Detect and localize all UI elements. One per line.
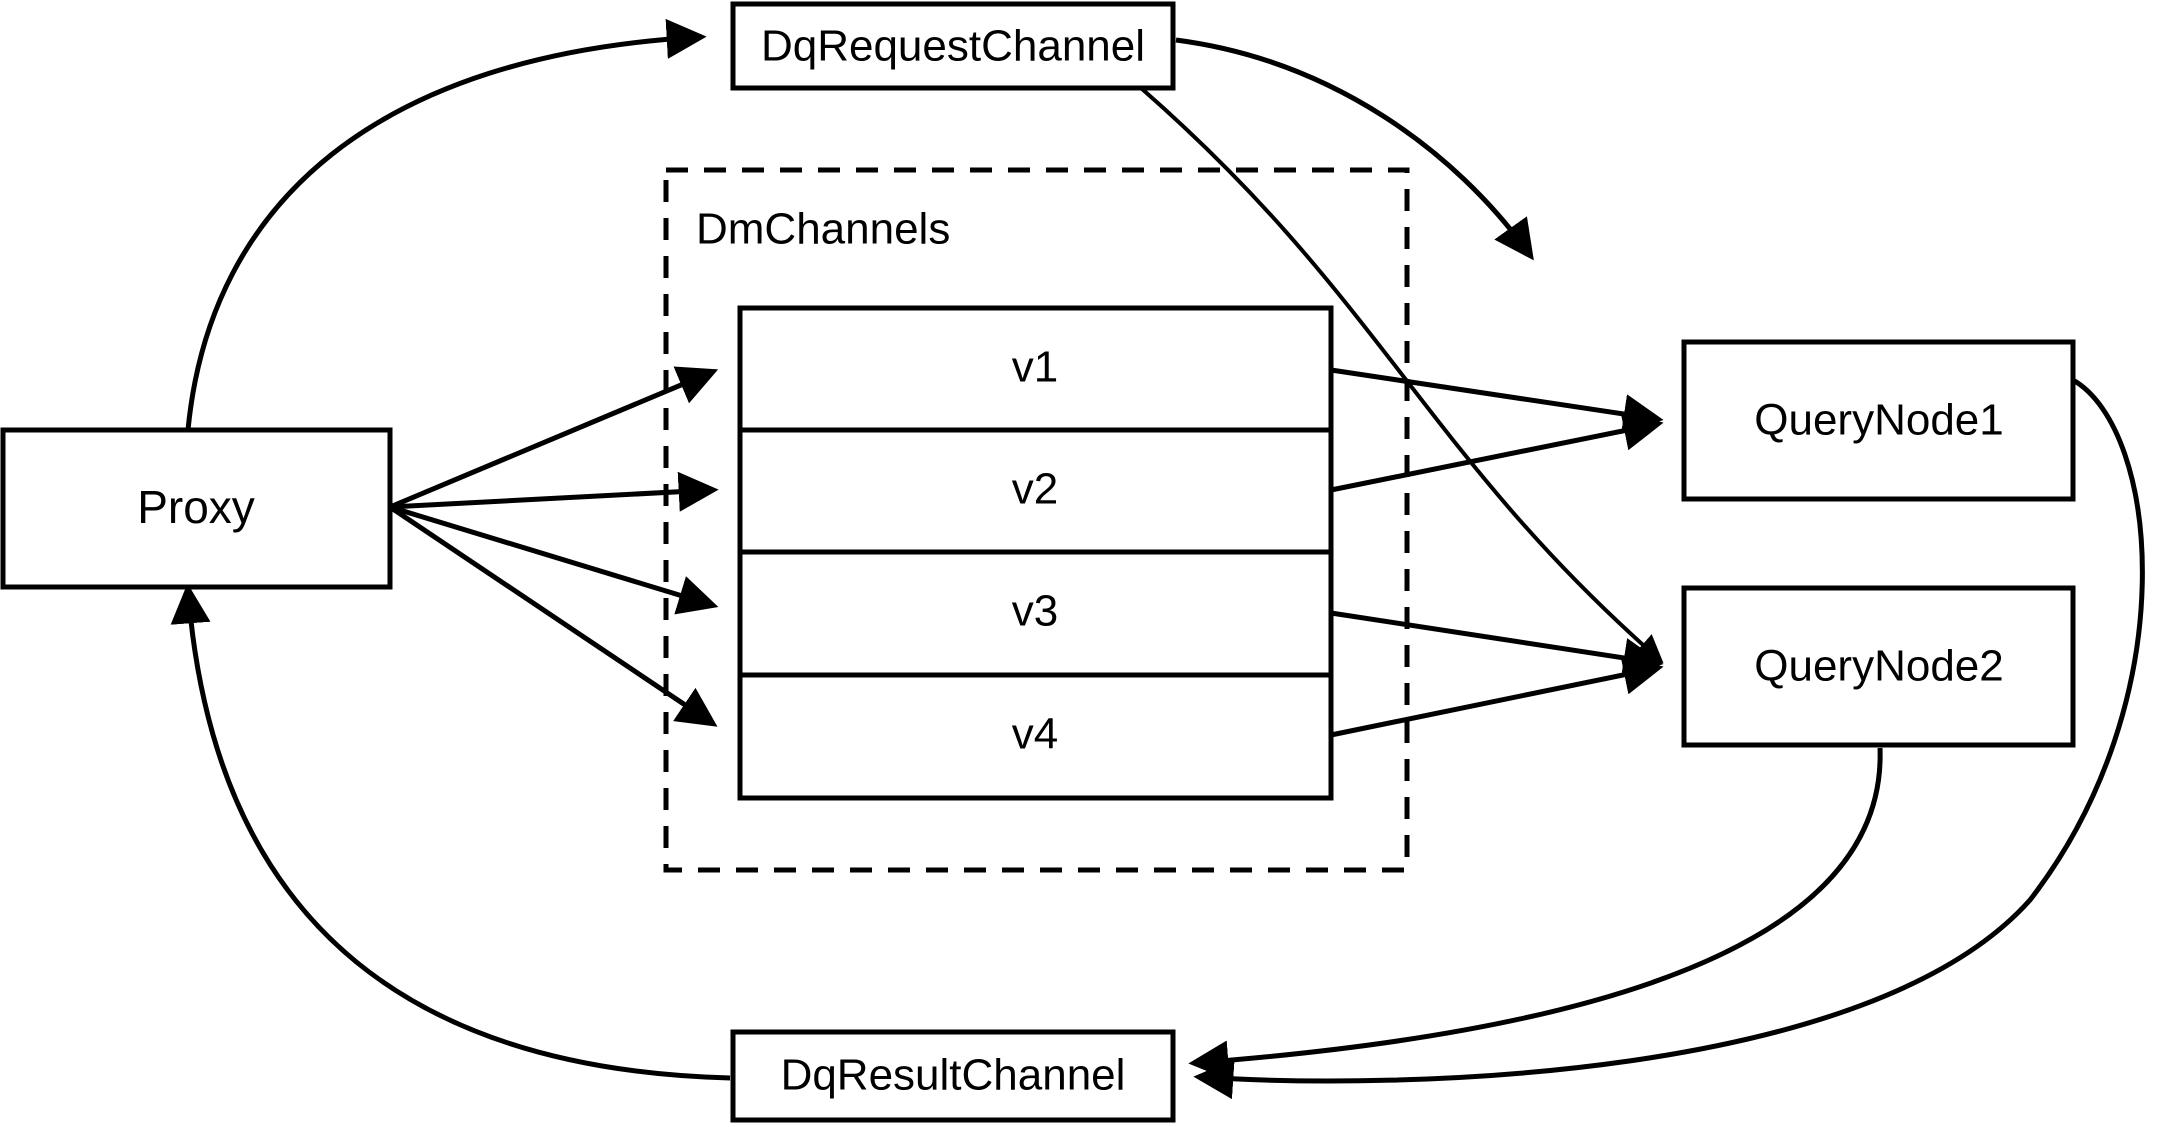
edge-proxy-to-v2 (389, 471, 719, 512)
edge-dqrequestchannel-to-querynode1 (1175, 37, 1534, 261)
dq-request-channel-label: DqRequestChannel (761, 22, 1145, 71)
edge-proxy-to-v1 (389, 366, 719, 510)
edge-querynode2-to-dqresultchannel (1188, 747, 1883, 1081)
query-node-2-label: QueryNode2 (1754, 642, 2003, 691)
edge-v4-to-querynode2 (1330, 655, 1664, 738)
edge-querynode1-to-dqresultchannel (1193, 377, 2145, 1100)
query-node-1-label: QueryNode1 (1754, 396, 2003, 445)
edge-v2-to-querynode1 (1330, 411, 1664, 493)
query-node-2-box[interactable] (1681, 585, 2076, 748)
dm-channels-group-label: DmChannels (696, 205, 950, 254)
node-dq-result-channel[interactable]: DqResultChannel (730, 1029, 1176, 1123)
edge-dqrequestchannel-to-querynode2 (1118, 68, 1664, 664)
dm-channel-row-v2[interactable]: v2 (1012, 465, 1058, 514)
dm-channel-row-v4[interactable]: v4 (1012, 710, 1058, 759)
proxy-box[interactable] (0, 427, 393, 590)
group-dm-channels: DmChannels (663, 167, 1410, 873)
node-query-node-2[interactable]: QueryNode2 (1681, 585, 2076, 748)
edge-dqresultchannel-to-proxy (170, 583, 731, 1081)
dm-channel-row-v3[interactable]: v3 (1012, 587, 1058, 636)
dq-result-channel-box[interactable] (730, 1029, 1176, 1123)
node-query-node-1[interactable]: QueryNode1 (1681, 339, 2076, 502)
edge-v1-to-querynode1 (1330, 367, 1664, 434)
edge-v3-to-querynode2 (1330, 610, 1664, 678)
proxy-label: Proxy (137, 481, 255, 533)
dq-request-channel-box[interactable] (730, 1, 1176, 91)
dm-channels-table: v1 v2 v3 v4 (737, 305, 1334, 801)
query-node-1-box[interactable] (1681, 339, 2076, 502)
dq-result-channel-label: DqResultChannel (781, 1051, 1126, 1100)
node-dq-request-channel[interactable]: DqRequestChannel (730, 1, 1176, 91)
edge-proxy-to-dqrequestchannel (185, 18, 707, 431)
node-proxy[interactable]: Proxy (0, 427, 393, 590)
dm-channel-row-v1[interactable]: v1 (1012, 343, 1058, 392)
edge-proxy-to-v3 (389, 504, 719, 615)
edge-proxy-to-v4 (388, 504, 718, 727)
